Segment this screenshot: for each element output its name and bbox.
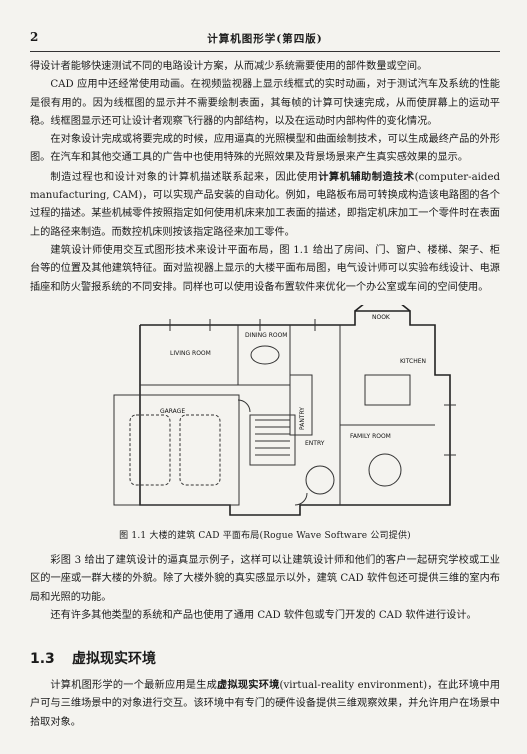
section-number: 1.3	[30, 651, 55, 667]
section-title: 虚拟现实环境	[72, 651, 156, 667]
garage-outline	[113, 394, 240, 506]
page-header: 2 计算机图形学(第四版)	[30, 30, 500, 48]
paragraph: 建筑设计师使用交互式图形技术来设计平面布局，图 1.1 给出了房间、门、窗户、楼…	[30, 244, 500, 293]
paragraph: 在对象设计完成或将要完成的时候，应用逼真的光照模型和曲面绘制技术，可以生成最终产…	[30, 134, 500, 164]
outer-wall	[139, 310, 451, 516]
paragraph: CAD 应用中还经常使用动画。在视频监视器上显示线框式的实时动画，对于测试汽车及…	[30, 79, 500, 127]
label-nook: NOOK	[372, 314, 391, 321]
label-kitchen: KITCHEN	[400, 358, 426, 365]
floor-plan-drawing: NOOK LIVING ROOM DINING ROOM KITCHEN PAN…	[113, 305, 456, 516]
body-text-mid: 彩图 3 给出了建筑设计的逼真显示例子，这样可以让建筑设计师和他们的客户一起研究…	[30, 552, 500, 625]
page-number: 2	[30, 30, 39, 44]
paragraph-text: 制造过程也和设计对象的计算机描述联系起来，因此使用	[50, 171, 319, 183]
label-entry: ENTRY	[305, 440, 325, 447]
paragraph: 彩图 3 给出了建筑设计的逼真显示例子，这样可以让建筑设计师和他们的客户一起研究…	[30, 555, 500, 603]
running-head: 计算机图形学(第四版)	[207, 33, 323, 45]
figure-caption: 图 1.1 大楼的建筑 CAD 平面布局(Rogue Wave Software…	[119, 531, 411, 541]
section-heading: 1.3 虚拟现实环境	[30, 648, 500, 668]
paragraph-text: (virtual-reality environment)，在此环境中用户可与三…	[30, 680, 501, 728]
label-family-room: FAMILY ROOM	[350, 433, 391, 440]
term-cam: 计算机辅助制造技术	[318, 170, 415, 183]
label-dining-room: DINING ROOM	[245, 332, 287, 339]
body-text-top: 得设计者能够快速测试不同的电路设计方案，从而减少系统需要使用的部件数量或空间。 …	[30, 58, 500, 297]
label-pantry: PANTRY	[299, 407, 306, 430]
paragraph-text: (computer-aided manufacturing, CAM)，可以实现…	[30, 171, 500, 238]
floor-plan-figure: NOOK LIVING ROOM DINING ROOM KITCHEN PAN…	[110, 305, 500, 520]
label-garage: GARAGE	[160, 408, 185, 415]
paragraph: 还有许多其他类型的系统和产品也使用了通用 CAD 软件包或专门开发的 CAD 软…	[50, 609, 477, 621]
paragraph-text: 计算机图形学的一个最新应用是生成	[50, 680, 218, 691]
term-vr: 虚拟现实环境	[217, 679, 280, 691]
paragraph: 得设计者能够快速测试不同的电路设计方案，从而减少系统需要使用的部件数量或空间。	[30, 61, 428, 72]
label-living-room: LIVING ROOM	[170, 350, 211, 357]
body-text-bottom: 计算机图形学的一个最新应用是生成虚拟现实环境(virtual-reality e…	[30, 676, 500, 732]
paragraph: 计算机图形学的一个最新应用是生成虚拟现实环境(virtual-reality e…	[30, 676, 500, 732]
header-rule	[30, 51, 500, 52]
paragraph: 制造过程也和设计对象的计算机描述联系起来，因此使用计算机辅助制造技术(compu…	[30, 168, 500, 242]
